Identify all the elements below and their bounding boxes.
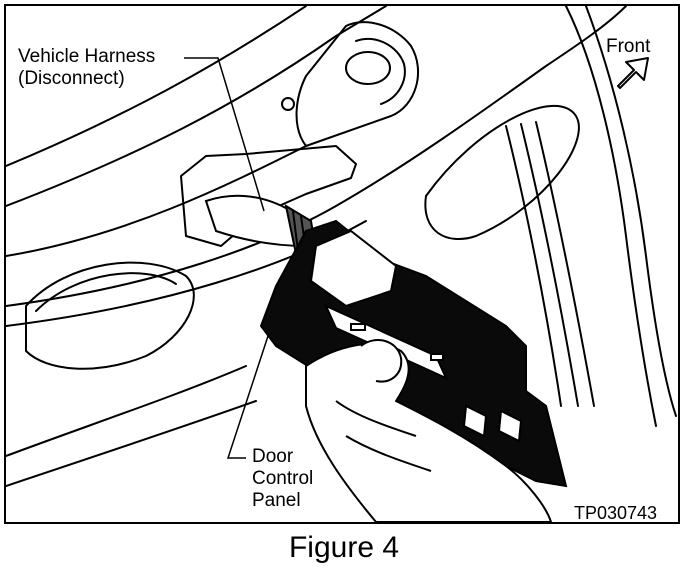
door-control-panel-label-line3: Panel <box>252 490 301 511</box>
window-sill <box>585 6 677 417</box>
handle-recess <box>345 51 391 85</box>
handle-recess <box>295 21 420 147</box>
armrest-pocket <box>25 261 195 370</box>
front-direction-label: Front <box>606 36 651 57</box>
vehicle-harness-action: (Disconnect) <box>18 68 125 89</box>
panel-leader-line <box>226 335 269 459</box>
window-sill <box>535 121 595 407</box>
door-trim-line <box>6 6 627 307</box>
leader-lines <box>184 57 269 459</box>
figure-frame: Vehicle Harness (Disconnect) Door Contro… <box>4 4 680 524</box>
reference-code: TP030743 <box>574 503 658 523</box>
front-arrow-icon <box>617 57 649 89</box>
door-control-panel-label-line2: Control <box>252 468 314 489</box>
window-sill <box>520 123 579 407</box>
window-sill <box>565 6 657 427</box>
armrest-pocket <box>35 272 177 312</box>
handle-recess <box>355 38 406 105</box>
door-trim-line <box>6 365 247 457</box>
door-trim-line <box>6 145 307 257</box>
door-trim-line <box>6 6 387 207</box>
vehicle-harness-callout: Vehicle Harness (Disconnect) <box>18 46 155 90</box>
door-trim-line <box>6 400 257 487</box>
figure-caption: Figure 4 <box>288 531 400 564</box>
door-control-panel-label-line1: Door <box>252 446 294 467</box>
panel-opening <box>180 145 357 247</box>
screw <box>281 97 295 111</box>
window-sill <box>505 125 562 407</box>
vehicle-harness-label: Vehicle Harness <box>18 46 156 67</box>
harness-leader-line <box>184 57 265 212</box>
door-trim-line <box>6 6 307 167</box>
door-panel-illustration <box>6 6 677 522</box>
hand <box>305 339 552 522</box>
pull-handle <box>424 105 580 241</box>
door-control-panel-callout: Door Control Panel <box>252 446 313 512</box>
